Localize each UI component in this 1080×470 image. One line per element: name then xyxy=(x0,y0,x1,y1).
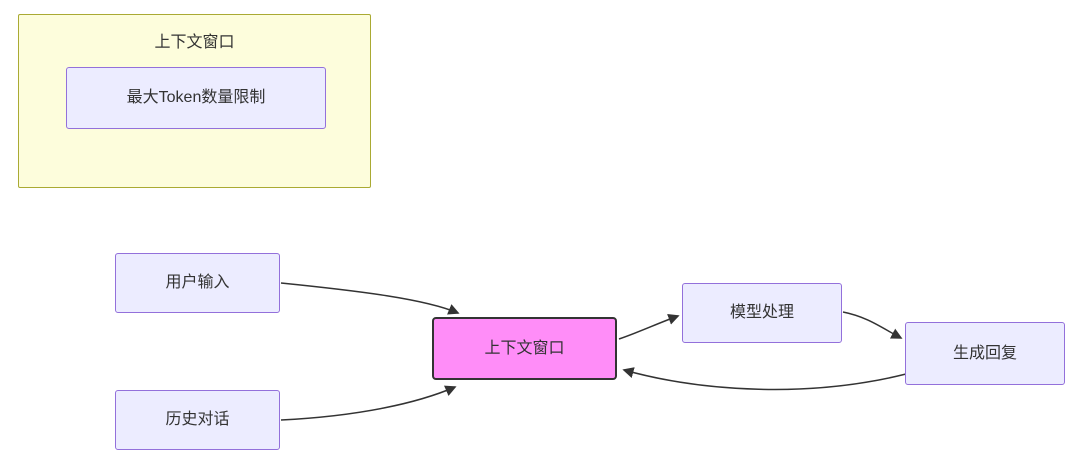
node-context-window: 上下文窗口 xyxy=(432,317,617,380)
subgraph-title: 上下文窗口 xyxy=(154,34,235,51)
subgraph-context-window: 上下文窗口 最大Token数量限制 xyxy=(18,14,371,188)
edge-user-input-to-context xyxy=(280,282,460,315)
edge-model-to-reply xyxy=(842,311,903,339)
node-model-processing: 模型处理 xyxy=(682,283,842,343)
edge-context-to-model xyxy=(618,313,680,340)
node-max-token-limit: 最大Token数量限制 xyxy=(66,67,326,129)
node-user-input: 用户输入 xyxy=(115,253,280,313)
node-history-dialog: 历史对话 xyxy=(115,390,280,450)
edge-history-to-context xyxy=(280,385,457,421)
edge-reply-to-context xyxy=(622,367,907,391)
node-generate-reply: 生成回复 xyxy=(905,322,1065,385)
